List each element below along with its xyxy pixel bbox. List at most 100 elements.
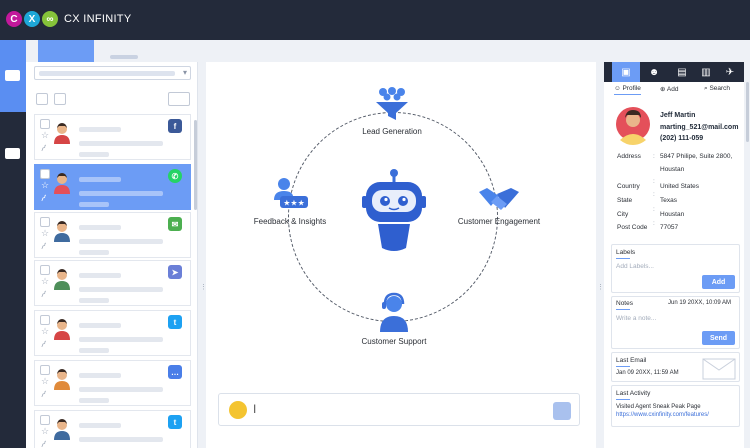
- star-icon[interactable]: ☆: [41, 426, 50, 436]
- conversation-item[interactable]: ☆⌇…: [34, 360, 191, 406]
- feedback-node: ★★★ Feedback & Insights: [248, 176, 332, 226]
- left-splitter[interactable]: ⋮: [199, 62, 207, 448]
- contact-name-placeholder: [79, 225, 121, 230]
- chevron-down-icon: ▾: [182, 68, 187, 77]
- right-splitter[interactable]: ⋮: [596, 62, 604, 448]
- emoji-icon[interactable]: [229, 401, 247, 419]
- engagement-label: Customer Engagement: [457, 217, 541, 226]
- chat-icon[interactable]: [5, 70, 20, 81]
- support-node: Customer Support: [356, 292, 432, 346]
- subtab-profile[interactable]: ☺ Profile: [614, 85, 641, 95]
- last-activity-link[interactable]: https://www.cxinfinity.com/features/: [616, 412, 709, 418]
- attachment-icon: ⌇: [38, 288, 49, 300]
- tab-team[interactable]: ☻: [648, 66, 660, 78]
- contact-phone: (202) 111-059: [660, 135, 704, 142]
- message-composer[interactable]: I: [218, 393, 580, 426]
- conversation-checkbox[interactable]: [40, 169, 50, 179]
- conversation-checkbox[interactable]: [40, 119, 50, 129]
- add-label-button[interactable]: Add: [702, 275, 735, 289]
- avatar: [54, 123, 70, 144]
- conversation-item[interactable]: ☆⌇✆: [34, 164, 191, 210]
- tab-history[interactable]: ▤: [677, 66, 687, 78]
- conversation-item[interactable]: ☆⌇t: [34, 410, 191, 448]
- field-label: Address: [617, 153, 641, 160]
- subtab-add[interactable]: ⊕ Add: [660, 86, 679, 93]
- tab-other[interactable]: [110, 55, 138, 59]
- twitter-icon: t: [168, 315, 182, 329]
- star-icon[interactable]: ☆: [41, 376, 50, 386]
- attachment-icon: ⌇: [38, 192, 49, 204]
- contact-name-placeholder: [79, 323, 121, 328]
- conversation-checkbox[interactable]: [40, 315, 50, 325]
- feedback-label: Feedback & Insights: [253, 217, 327, 226]
- avatar: [54, 319, 70, 340]
- last-activity-title: Last Activity: [616, 390, 651, 400]
- field-separator: :: [653, 178, 655, 185]
- headset-agent-icon: [380, 292, 408, 332]
- conversation-checkbox[interactable]: [40, 365, 50, 375]
- attachment-icon: ⌇: [38, 388, 49, 400]
- timestamp-placeholder: [79, 298, 109, 303]
- contact-name-placeholder: [79, 127, 121, 132]
- last-email-title: Last Email: [616, 357, 647, 367]
- engagement-node: Customer Engagement: [454, 184, 544, 226]
- attachment-icon: ⌇: [38, 438, 49, 448]
- notes-input[interactable]: Write a note...: [616, 315, 657, 322]
- chat-icon: ✉: [168, 217, 182, 231]
- chat-bubble-icon[interactable]: [553, 402, 571, 420]
- avatar: [54, 173, 70, 194]
- star-icon[interactable]: ☆: [41, 180, 50, 190]
- star-icon[interactable]: ☆: [41, 326, 50, 336]
- field-label: Post Code: [617, 224, 648, 231]
- filter-select-value: [39, 71, 175, 76]
- contact-name-placeholder: [79, 273, 121, 278]
- lead-generation-node: Lead Generation: [352, 86, 432, 136]
- star-icon[interactable]: ☆: [41, 130, 50, 140]
- last-email-box: [611, 352, 740, 382]
- bulk-action-icon[interactable]: [54, 93, 66, 105]
- conversation-checkbox[interactable]: [40, 265, 50, 275]
- field-separator: :: [653, 191, 655, 198]
- field-separator: :: [653, 153, 655, 160]
- field-value: Houstan: [660, 166, 685, 173]
- filter-select[interactable]: ▾: [34, 66, 191, 80]
- labels-title: Labels: [616, 249, 636, 259]
- tab-knowledge[interactable]: ▥: [701, 66, 711, 78]
- timestamp-placeholder: [79, 152, 109, 157]
- conversation-checkbox[interactable]: [40, 217, 50, 227]
- tab-contact-card[interactable]: ▣: [612, 62, 640, 82]
- support-label: Customer Support: [361, 337, 427, 346]
- app-logo[interactable]: C X ∞ CX INFINITY: [6, 8, 131, 30]
- select-all-checkbox[interactable]: [36, 93, 48, 105]
- conversation-item[interactable]: ☆⌇➤: [34, 260, 191, 306]
- inbox-icon[interactable]: [5, 148, 20, 159]
- conversation-item[interactable]: ☆⌇t: [34, 310, 191, 356]
- field-separator: :: [653, 206, 655, 213]
- conversation-item[interactable]: ☆ ⌇ ✉: [34, 212, 191, 258]
- conversation-checkbox[interactable]: [40, 415, 50, 425]
- notes-date: Jun 19 20XX, 10:09 AM: [668, 300, 732, 306]
- message-preview-placeholder: [79, 191, 163, 196]
- field-value: Texas: [660, 197, 677, 204]
- contact-scrollbar[interactable]: [746, 82, 749, 142]
- message-preview-placeholder: [79, 387, 163, 392]
- message-preview-placeholder: [79, 287, 163, 292]
- avatar: [54, 419, 70, 440]
- tab-conversations[interactable]: [38, 40, 94, 62]
- facebook-icon: f: [168, 119, 182, 133]
- attachment-icon: ⌇: [38, 240, 49, 252]
- tab-campaign[interactable]: ✈: [725, 66, 735, 78]
- subtab-search[interactable]: ⌕ Search: [704, 85, 731, 92]
- lead-generation-label: Lead Generation: [362, 127, 422, 136]
- star-icon[interactable]: ☆: [41, 276, 50, 286]
- labels-input[interactable]: Add Labels...: [616, 263, 654, 270]
- list-action-button[interactable]: [168, 92, 190, 106]
- contact-name: Jeff Martin: [660, 112, 696, 119]
- top-bar: C X ∞ CX INFINITY: [0, 0, 750, 40]
- funnel-icon: [376, 87, 408, 120]
- list-scrollbar[interactable]: [194, 120, 197, 210]
- text-cursor: I: [253, 402, 257, 416]
- star-icon[interactable]: ☆: [41, 228, 50, 238]
- conversation-item[interactable]: ☆⌇f: [34, 114, 191, 160]
- send-note-button[interactable]: Send: [702, 331, 735, 345]
